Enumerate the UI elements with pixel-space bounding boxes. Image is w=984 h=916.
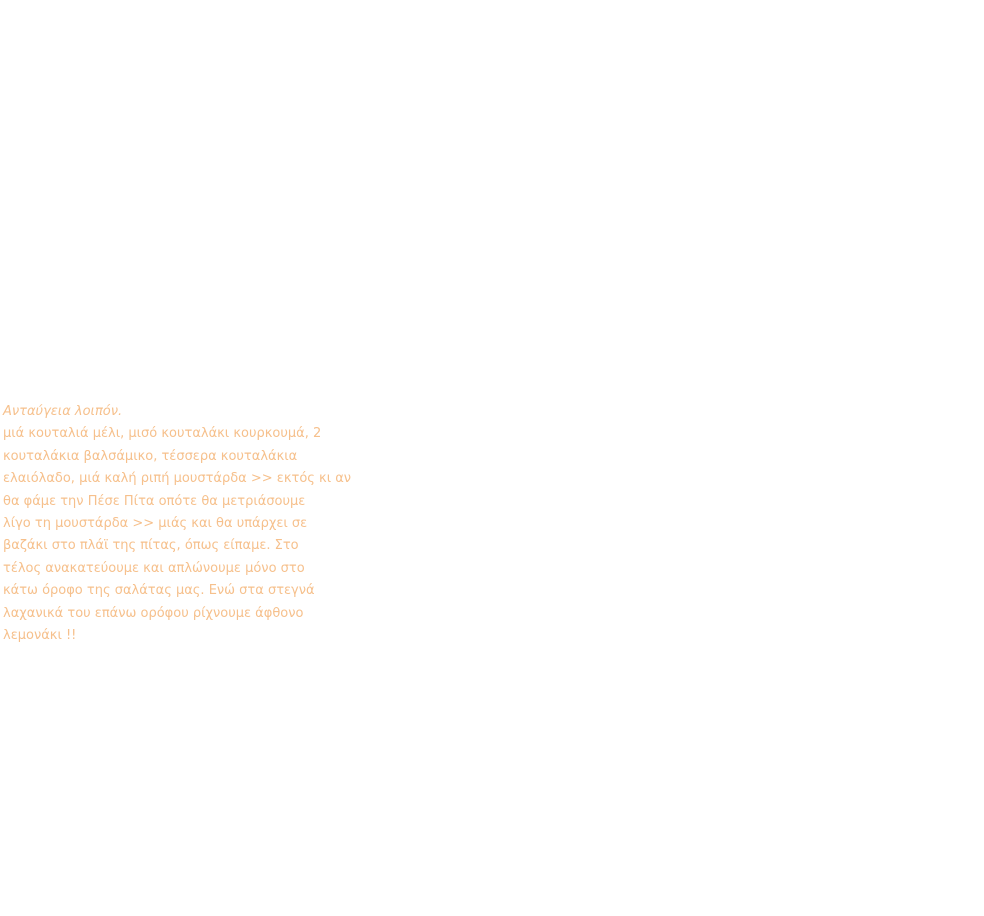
recipe-line: λίγο τη μουστάρδα >> μιάς και θα υπάρχει… [3, 516, 308, 532]
recipe-line: τέλος ανακατεύουμε και απλώνουμε μόνο στ… [3, 560, 305, 576]
recipe-title: Ανταύγεια λοιπόν. [3, 404, 123, 419]
recipe-line: λαχανικά του επάνω ορόφου ρίχνουμε άφθον… [3, 605, 304, 621]
recipe-line: μιά κουταλιά μέλι, μισό κουταλάκι κουρκο… [3, 426, 322, 442]
recipe-line: βαζάκι στο πλάϊ της πίτας, όπως είπαμε. … [3, 538, 299, 554]
recipe-text-block: Ανταύγεια λοιπόν. μιά κουταλιά μέλι, μισ… [3, 401, 352, 647]
recipe-line: ελαιόλαδο, μιά καλή ριπή μουστάρδα >> εκ… [3, 471, 352, 487]
recipe-line: κάτω όροφο της σαλάτας μας. Ενώ στα στεγ… [3, 583, 315, 599]
recipe-line: θα φάμε την Πέσε Πίτα οπότε θα μετριάσου… [3, 493, 306, 509]
recipe-line: κουταλάκια βαλσάμικο, τέσσερα κουταλάκια [3, 448, 298, 464]
recipe-line: λεμονάκι !! [3, 628, 77, 644]
